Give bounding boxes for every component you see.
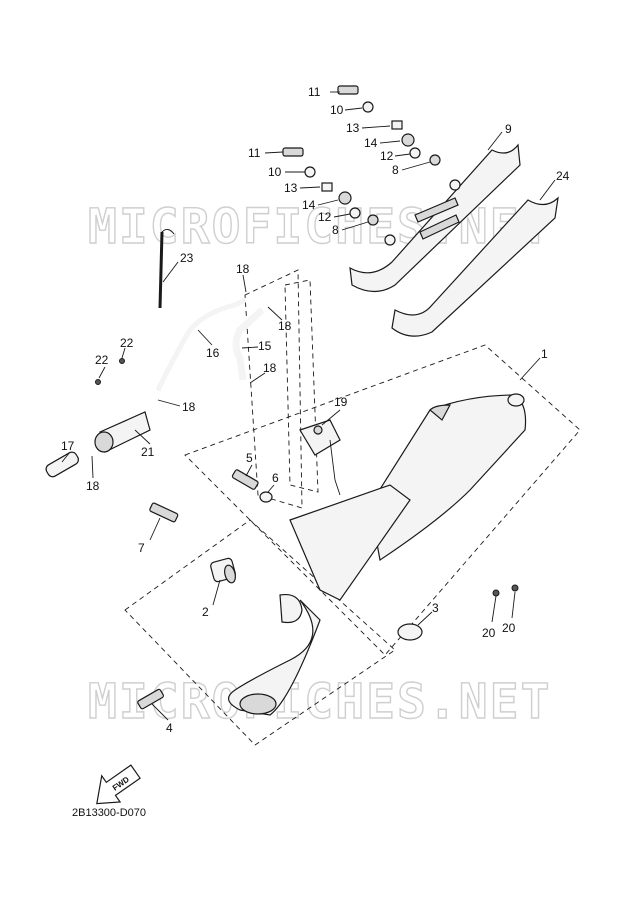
diagram-code: 2B13300-D070 [72,807,146,819]
callout-20: 20 [502,621,516,635]
callout-4: 4 [166,721,173,735]
callout-10: 10 [330,103,344,117]
callout-6: 6 [272,471,279,485]
washer-6[interactable] [259,491,273,503]
callout-18: 18 [86,479,100,493]
leader-lines [61,91,556,721]
callout-12: 12 [380,149,394,163]
callout-20: 20 [482,626,496,640]
air-pipe-16[interactable] [155,297,247,392]
callout-9: 9 [505,122,512,136]
bolt-4[interactable] [137,688,164,710]
heat-protector-24[interactable] [391,196,559,337]
callout-11: 11 [248,146,261,160]
callout-19: 19 [334,395,348,409]
callout-14: 14 [364,136,378,150]
callout-1: 1 [541,347,548,361]
callout-15: 15 [258,339,272,353]
rod-23[interactable] [158,229,175,309]
muffler-1[interactable] [228,393,527,716]
callout-13: 13 [284,181,298,195]
screws-20[interactable] [492,584,519,597]
callout-8: 8 [392,163,399,177]
callout-14: 14 [302,198,316,212]
callout-18: 18 [278,319,292,333]
callout-7: 7 [138,541,145,555]
fwd-arrow-icon: FWD [96,764,141,805]
callout-16: 16 [206,346,220,360]
gasket-3[interactable] [397,623,423,641]
upper-mounting-hardware[interactable] [282,85,441,226]
watermark-bottom: MICROFICHES.NET [88,674,551,730]
bolt-5[interactable] [231,469,259,490]
callout-11: 11 [308,85,321,99]
callout-18: 18 [236,262,250,276]
callout-5: 5 [246,451,253,465]
callout-12: 12 [318,210,332,224]
callout-3: 3 [432,601,439,615]
callout-24: 24 [556,169,570,183]
callout-21: 21 [141,445,155,459]
collar-2[interactable] [210,557,237,584]
bracket-19[interactable] [299,419,341,496]
air-valve-21[interactable] [94,358,151,453]
callout-13: 13 [346,121,360,135]
hose-15[interactable] [232,307,265,381]
callout-labels: 11 10 13 14 12 8 9 11 10 13 14 12 8 24 2… [61,85,570,735]
watermark-top: MICROFICHES.NET [88,199,551,255]
callout-22: 22 [95,353,109,367]
callout-18: 18 [263,361,277,375]
callout-18: 18 [182,400,196,414]
hose-17[interactable] [44,450,80,478]
bolt-7[interactable] [149,502,179,523]
heat-protector-9[interactable] [349,143,521,293]
callout-22: 22 [120,336,134,350]
assembly-outlines [124,269,581,746]
callout-17: 17 [61,439,75,453]
callout-2: 2 [202,605,209,619]
callout-23: 23 [180,251,194,265]
callout-8: 8 [332,223,339,237]
callout-10: 10 [268,165,282,179]
